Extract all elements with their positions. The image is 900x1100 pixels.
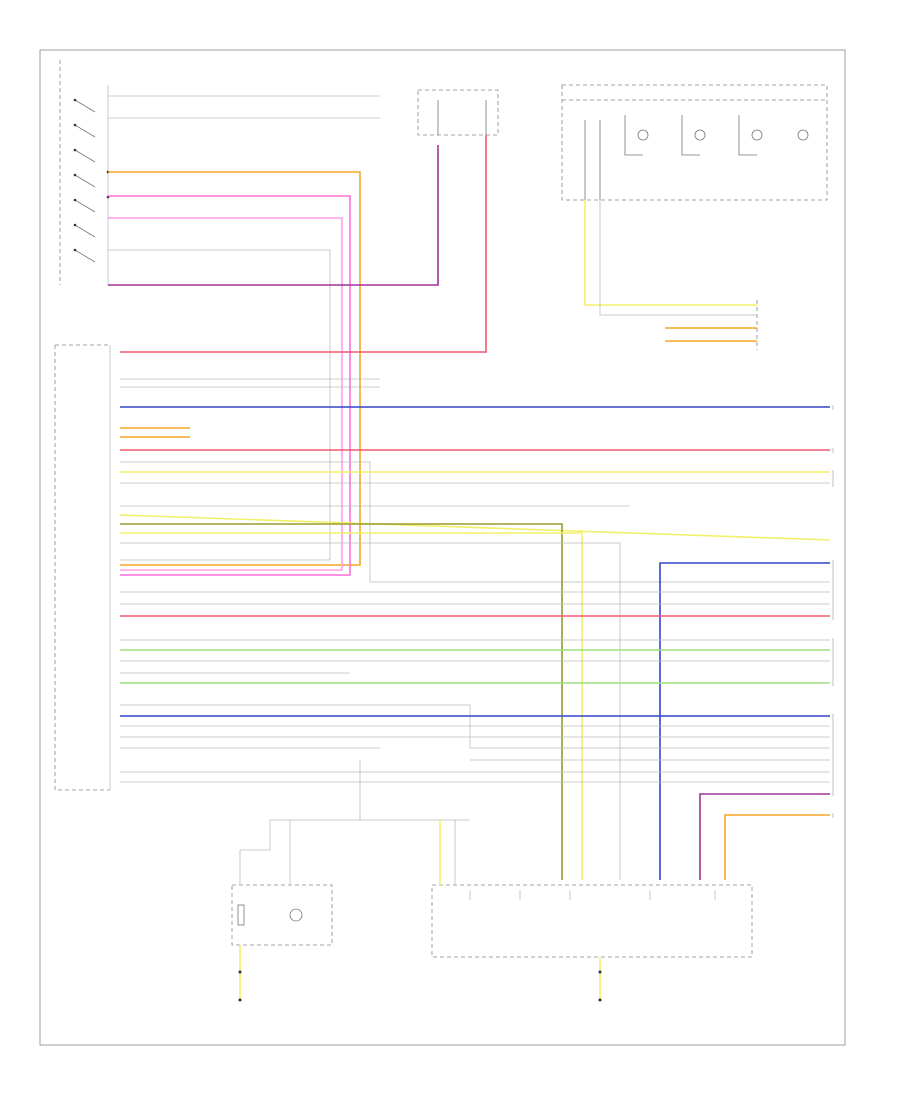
wire-gray-cluster xyxy=(599,200,757,316)
left-headlamp-assembly xyxy=(231,820,333,946)
wire-gray-3 xyxy=(108,249,331,561)
ground-point-right xyxy=(598,970,602,1002)
wire-pink-switch xyxy=(108,195,351,576)
bulb-icon xyxy=(237,904,303,926)
diagram-border xyxy=(39,49,846,1046)
instrument-cluster xyxy=(561,84,828,201)
wire-purple-switch xyxy=(108,145,439,286)
wire-orange-switch xyxy=(108,171,361,566)
wire-lightpink-switch xyxy=(108,217,343,571)
wire-gray-m3 xyxy=(120,461,830,583)
wire-olive-m1 xyxy=(120,523,563,880)
left-tail-lamp-assembly xyxy=(431,820,753,958)
light-switch xyxy=(59,60,110,285)
bulb-icon xyxy=(637,129,809,141)
wire-blue-m2 xyxy=(659,562,830,880)
fuse-block xyxy=(417,89,499,136)
wire-yellow-m2 xyxy=(119,514,831,541)
wire-yellow-m3 xyxy=(120,532,583,880)
wire-purple-m1 xyxy=(699,793,830,880)
ground-point-left xyxy=(238,970,242,1002)
wire-yellow-cluster xyxy=(584,200,757,306)
vehicle-electrical-system-control-module xyxy=(54,344,111,791)
wire-gray-m12 xyxy=(120,704,830,749)
wire-red-fuse xyxy=(120,135,487,353)
wire-orange-m3 xyxy=(724,814,830,880)
wire-gray-m6 xyxy=(120,542,621,880)
